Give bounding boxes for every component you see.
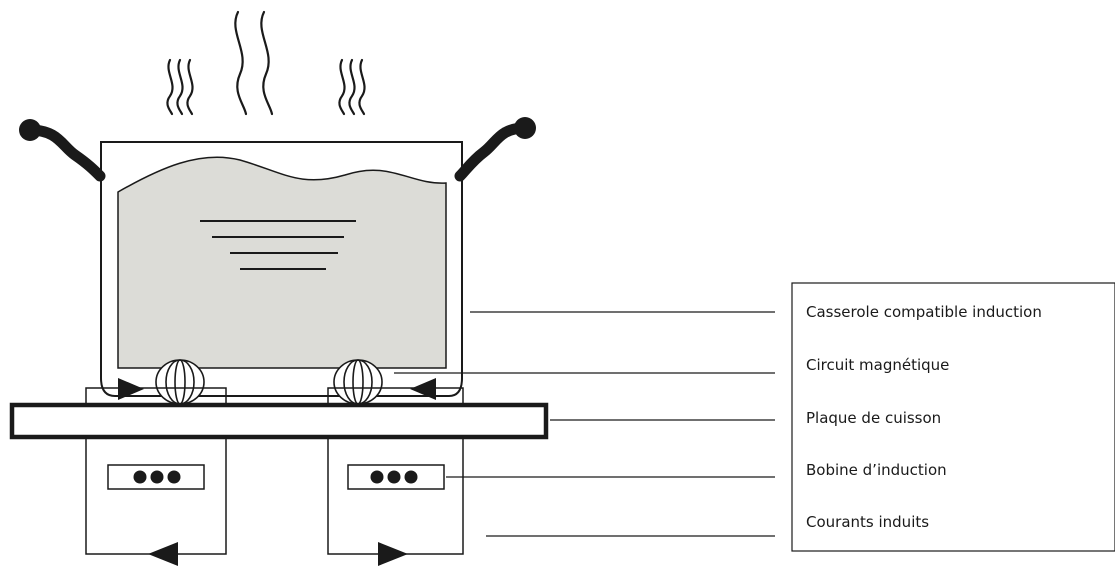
pot-handles bbox=[19, 117, 536, 182]
label-box bbox=[791, 282, 1115, 552]
steam-wisp bbox=[234, 10, 248, 116]
magnetic-ring-left bbox=[155, 359, 205, 405]
magnetic-arrow-left bbox=[118, 378, 144, 400]
pot-body bbox=[100, 141, 463, 397]
steam-wisp bbox=[166, 58, 174, 116]
induced-current-arrow-right bbox=[378, 542, 408, 566]
magnetic-ring-right bbox=[333, 359, 383, 405]
left-handle-knob bbox=[19, 119, 41, 141]
liquid-lines bbox=[200, 220, 356, 270]
left-handle bbox=[24, 124, 106, 182]
label-cooktop: Plaque de cuisson bbox=[806, 409, 941, 427]
steam-wisp bbox=[186, 58, 194, 116]
steam-wisps bbox=[166, 10, 366, 116]
induced-current-arrow-left bbox=[148, 542, 178, 566]
steam-wisp bbox=[176, 58, 184, 116]
magnetic-arrow-right bbox=[410, 378, 436, 400]
liquid bbox=[117, 156, 447, 369]
label-induced-currents: Courants induits bbox=[806, 513, 929, 531]
label-induction-coil: Bobine d’induction bbox=[806, 461, 947, 479]
right-handle bbox=[454, 122, 531, 182]
induction-coil-right bbox=[347, 464, 445, 490]
leader-lines bbox=[394, 311, 775, 537]
right-handle-knob bbox=[514, 117, 536, 139]
steam-wisp bbox=[260, 10, 274, 116]
steam-wisp bbox=[358, 58, 366, 116]
induction-coil-left bbox=[107, 464, 205, 490]
steam-wisp bbox=[348, 58, 356, 116]
steam-wisp bbox=[338, 58, 346, 116]
cooktop-plate bbox=[9, 402, 549, 440]
label-magnetic-circuit: Circuit magnétique bbox=[806, 356, 949, 374]
label-pot: Casserole compatible induction bbox=[806, 303, 1042, 321]
